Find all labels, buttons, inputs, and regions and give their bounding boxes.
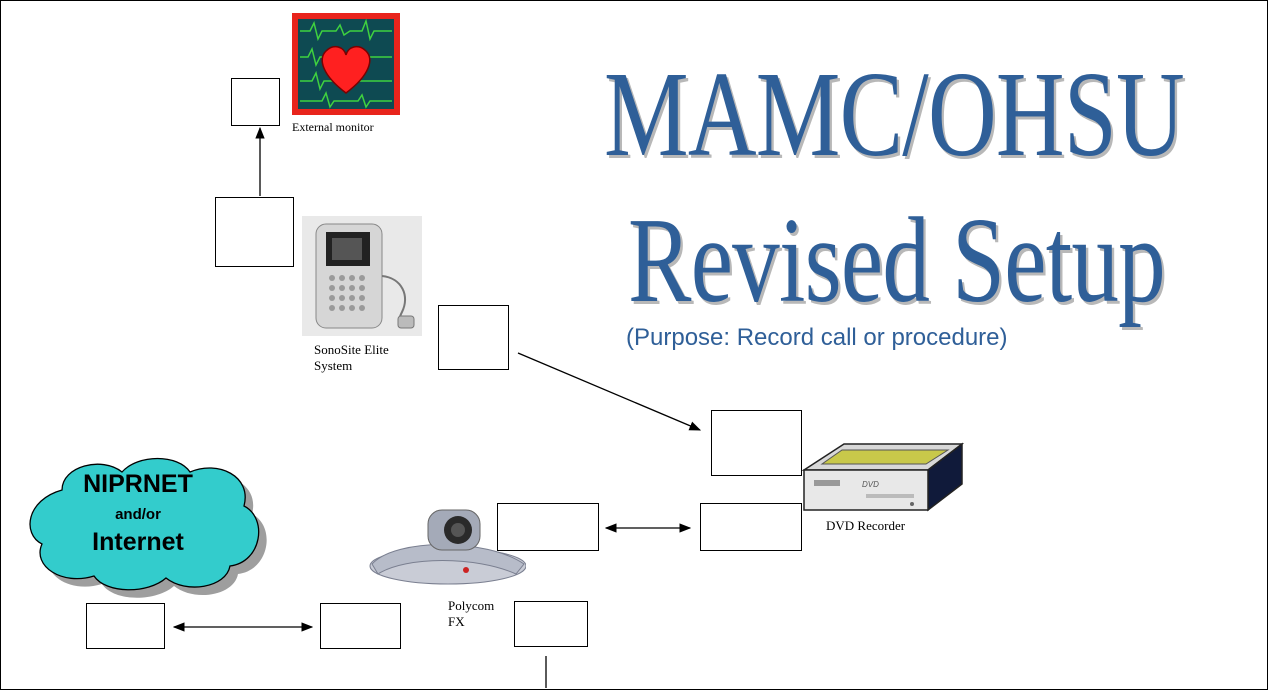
placeholder-box-dvd-left	[700, 503, 802, 551]
page-subtitle: (Purpose: Record call or procedure)	[626, 324, 1008, 351]
external-monitor-label: External monitor	[292, 120, 374, 134]
sonosite-label-line1: SonoSite Elite	[314, 342, 389, 357]
svg-text:DVD: DVD	[862, 480, 879, 489]
ultrasound-device-icon	[302, 216, 422, 336]
cloud-label-line2: and/or	[115, 506, 161, 523]
placeholder-box-sonosite	[215, 197, 294, 267]
cloud-label-line1: NIPRNET	[83, 470, 193, 498]
video-conference-camera-icon	[366, 498, 526, 590]
polycom-label-line1: Polycom	[448, 598, 495, 613]
arrow-to-dvd	[517, 352, 702, 431]
placeholder-box-dvd-input	[711, 410, 802, 476]
dvd-recorder-icon: DVD	[802, 442, 964, 512]
heart-monitor-icon	[292, 13, 400, 115]
sonosite-label-line2: System	[314, 358, 353, 373]
polycom-label-line2: FX	[448, 614, 465, 629]
dvd-recorder-label: DVD Recorder	[826, 518, 906, 533]
placeholder-box-cloud	[86, 603, 165, 649]
page-title-line2: Revised Setup	[628, 193, 1166, 328]
placeholder-box-sonosite-output	[438, 305, 509, 370]
cloud-label-line3: Internet	[92, 528, 184, 556]
placeholder-box-monitor	[231, 78, 280, 126]
placeholder-box-polycom-left	[320, 603, 401, 649]
network-cloud-icon	[29, 457, 267, 598]
page-title-line1: MAMC/OHSU	[604, 47, 1185, 182]
placeholder-box-polycom-right	[497, 503, 599, 551]
placeholder-box-polycom-bottom	[514, 601, 588, 647]
